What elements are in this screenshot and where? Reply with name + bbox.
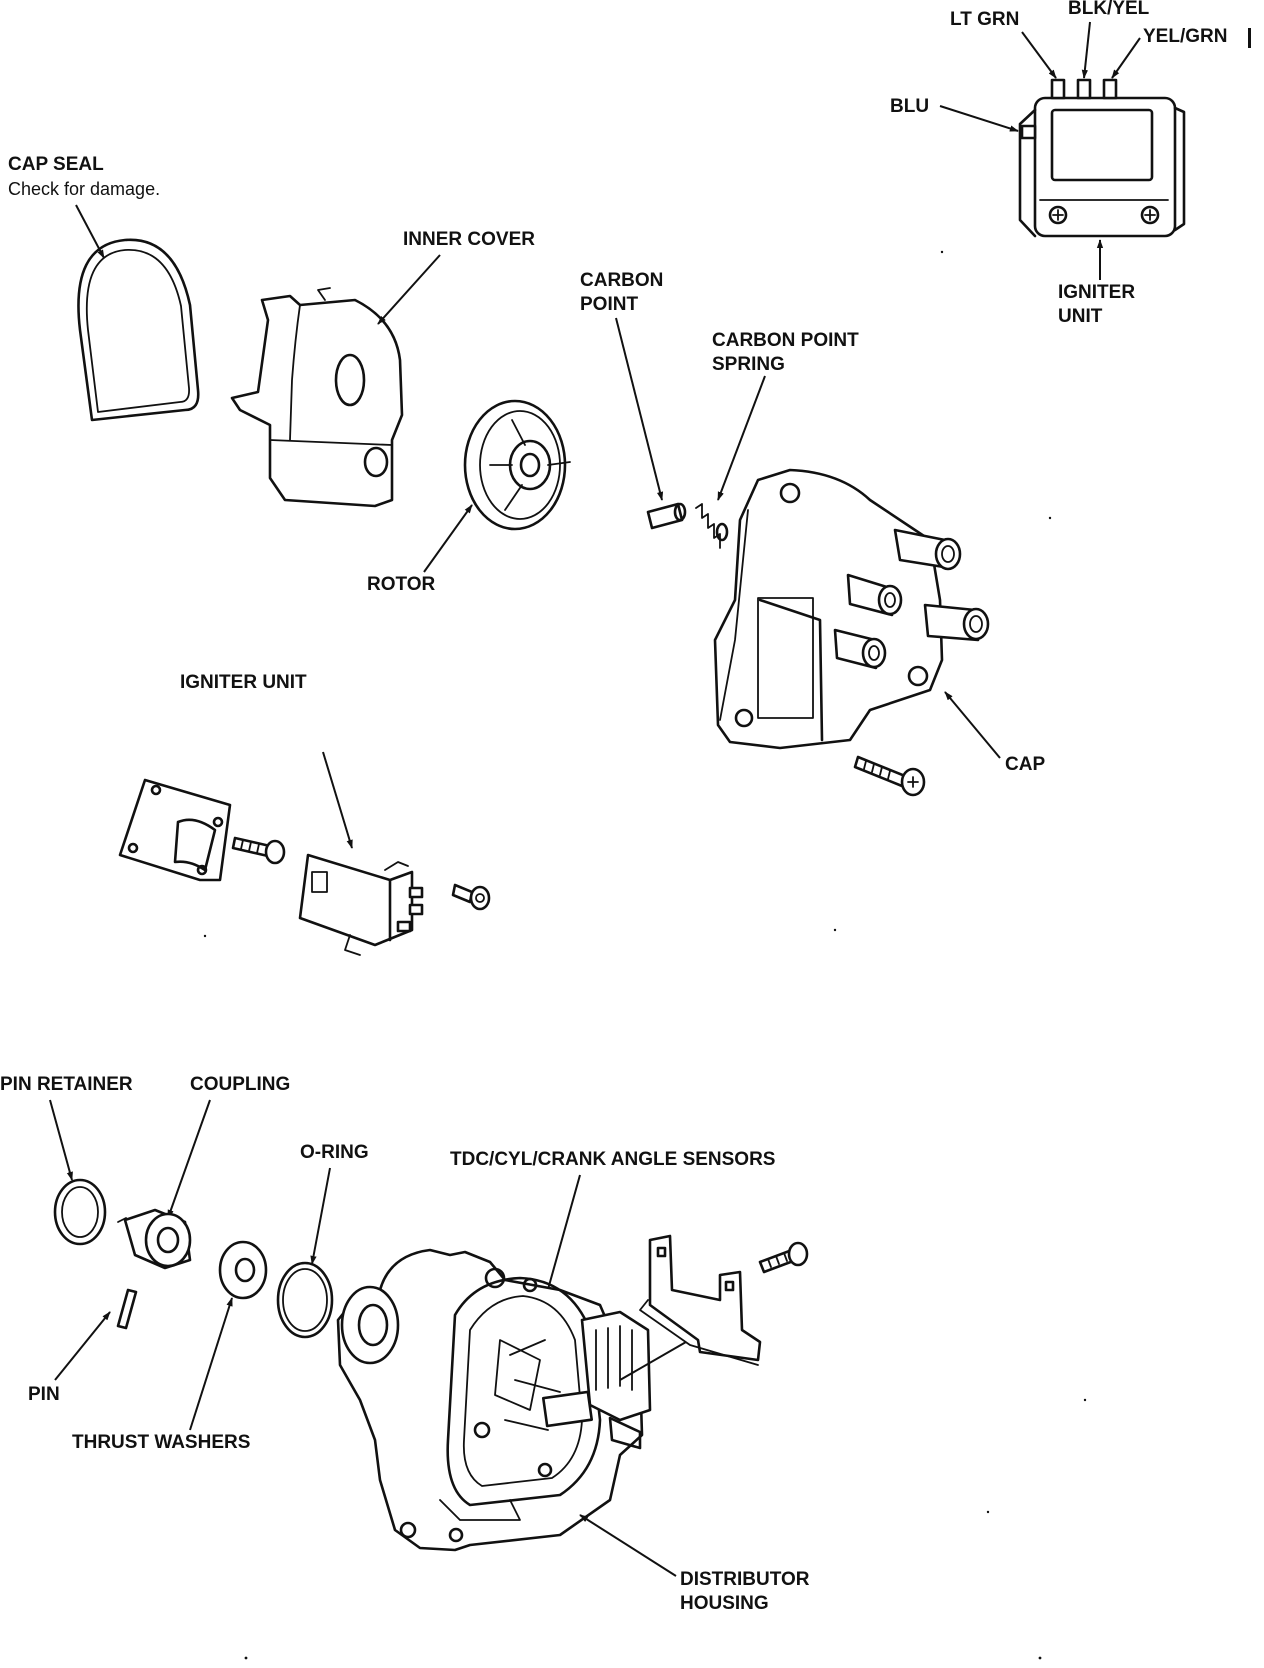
label-pin-retainer: PIN RETAINER	[0, 1074, 133, 1095]
label-cap-seal: CAP SEAL	[8, 154, 104, 175]
leader-yel-grn	[1111, 37, 1141, 79]
label-carbon-point-2: POINT	[580, 294, 638, 315]
label-carbon-point-1: CARBON	[580, 270, 663, 291]
label-lt-grn: LT GRN	[950, 9, 1019, 30]
cap-tower-2	[923, 603, 990, 642]
label-cap: CAP	[1005, 754, 1045, 775]
leader-inner-cover	[377, 254, 441, 325]
carbon-point-spring-part	[695, 503, 729, 549]
leader-cap	[944, 691, 1001, 759]
carbon-point-part	[646, 502, 687, 530]
scan-mark	[1248, 28, 1251, 48]
label-igniter-unit-top-2: UNIT	[1058, 306, 1103, 327]
cap-tower-1	[893, 528, 962, 571]
leader-coupling	[167, 1099, 211, 1219]
label-yel-grn: YEL/GRN	[1143, 26, 1227, 47]
label-igniter-unit-top-1: IGNITER	[1058, 282, 1135, 303]
inner-cover-part	[230, 287, 404, 508]
label-igniter-unit-mid: IGNITER UNIT	[180, 672, 307, 693]
label-o-ring: O-RING	[300, 1142, 369, 1163]
label-housing-2: HOUSING	[680, 1593, 769, 1614]
distributor-cap-part	[713, 468, 990, 750]
leader-cap-seal	[75, 204, 105, 259]
label-carbon-point-spring-1: CARBON POINT	[712, 330, 859, 351]
leader-carbon-point	[615, 317, 664, 501]
cap-screw-part	[853, 755, 926, 797]
leader-blu	[939, 105, 1019, 132]
label-pin: PIN	[28, 1384, 60, 1405]
leader-carbon-point-spring	[717, 375, 766, 501]
label-blk-yel: BLK/YEL	[1068, 0, 1150, 19]
connector-bracket-part	[639, 1234, 762, 1366]
o-ring-part	[276, 1261, 334, 1339]
leader-pin	[54, 1311, 111, 1381]
pin-part	[116, 1288, 138, 1330]
leader-housing	[579, 1514, 677, 1577]
label-sensors: TDC/CYL/CRANK ANGLE SENSORS	[450, 1149, 775, 1170]
thrust-washers-part	[218, 1240, 268, 1300]
cap-seal-part	[77, 238, 200, 422]
bracket-screw-part	[758, 1241, 809, 1274]
label-rotor: ROTOR	[367, 574, 436, 595]
label-coupling: COUPLING	[190, 1074, 290, 1095]
igniter-cover-plate-part	[118, 778, 232, 882]
pin-retainer-part	[53, 1178, 107, 1246]
leader-bracket	[619, 1341, 687, 1381]
rotor-part	[463, 399, 571, 531]
leader-thrust-washers	[189, 1297, 233, 1431]
coupling-part	[117, 1208, 192, 1270]
label-housing-1: DISTRIBUTOR	[680, 1569, 810, 1590]
label-inner-cover: INNER COVER	[403, 229, 535, 250]
label-blu: BLU	[890, 96, 929, 117]
igniter-module-part	[298, 853, 424, 956]
cap-tower-4	[833, 628, 887, 670]
igniter-small-screw-part	[451, 883, 491, 911]
igniter-unit-top-part	[1018, 78, 1186, 238]
leader-rotor	[423, 504, 473, 573]
label-thrust-washers: THRUST WASHERS	[72, 1432, 250, 1453]
distributor-housing-part	[336, 1248, 652, 1552]
leader-o-ring	[310, 1167, 331, 1265]
cap-tower-3	[846, 573, 903, 617]
label-carbon-point-spring-2: SPRING	[712, 354, 785, 375]
label-cap-seal-note: Check for damage.	[8, 179, 160, 199]
igniter-screw-part	[231, 836, 286, 865]
leader-lt-grn	[1021, 31, 1057, 79]
leader-blk-yel	[1081, 21, 1091, 79]
leader-igniter-unit-mid	[322, 751, 353, 849]
leader-pin-retainer	[49, 1099, 73, 1181]
scan-specks	[203, 250, 1087, 1660]
leader-sensors	[544, 1174, 581, 1301]
